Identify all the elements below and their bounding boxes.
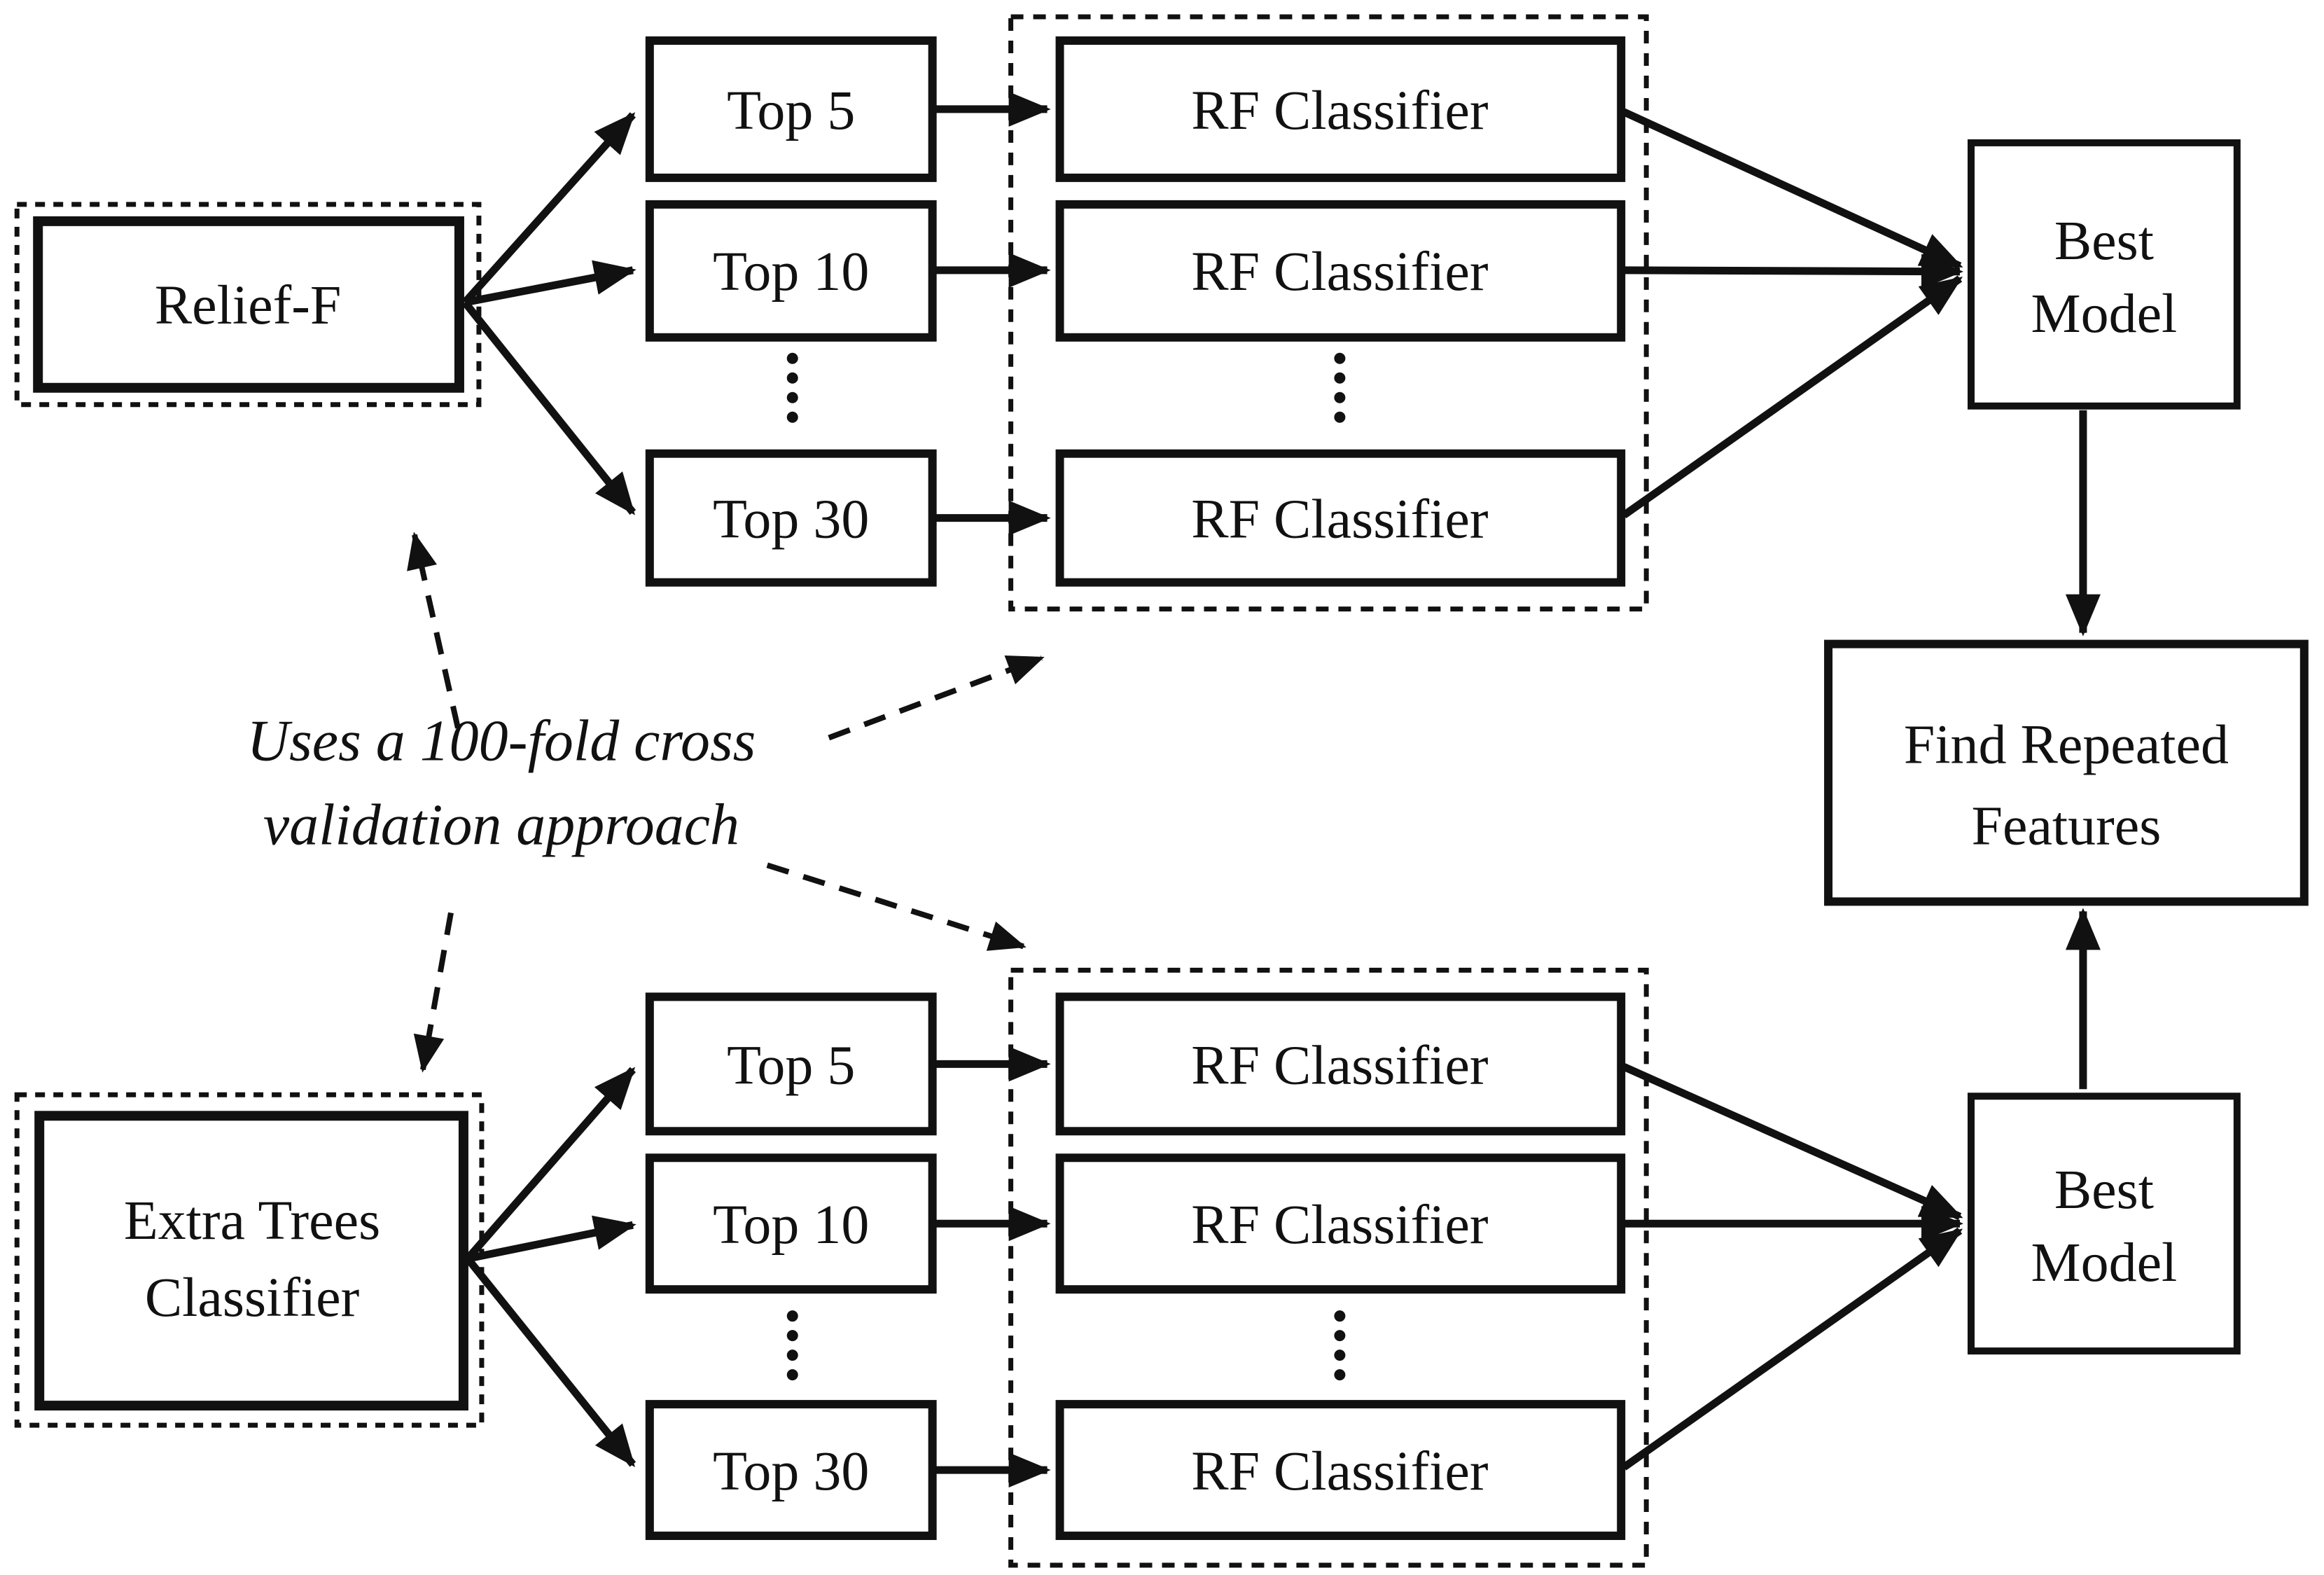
- extra-best-model-label-2: Model: [2031, 1232, 2178, 1293]
- relief-top5-label: Top 5: [727, 80, 855, 141]
- extra-rf1-box: [1055, 992, 1626, 1136]
- arrow-relief-rf2-to-best: [1624, 254, 1963, 289]
- relief-top30-box: [645, 449, 937, 587]
- extra-top30-box: [645, 1400, 937, 1541]
- arrow-relief-rf3-to-best: [1622, 275, 1963, 519]
- relief-rf1-label: RF Classifier: [1191, 80, 1488, 141]
- relief-best-model-box: [1967, 139, 2241, 410]
- arrow-relief-to-top5: [461, 112, 636, 305]
- extra-rf3-box: [1055, 1400, 1626, 1541]
- dashed-arrow-to-extra-trees: [413, 912, 454, 1073]
- extra-top5-label: Top 5: [727, 1034, 855, 1096]
- relief-f-label: Relief-F: [155, 275, 341, 336]
- relief-rf3-label: RF Classifier: [1191, 489, 1488, 550]
- extra-rf-ellipsis: [1334, 1310, 1346, 1381]
- arrow-extra-to-top30: [464, 1256, 636, 1467]
- extra-rf-group-container: [1008, 967, 1649, 1568]
- relief-f-dotted-container: [14, 202, 482, 408]
- extra-best-model-box: [1967, 1092, 2241, 1355]
- arrow-relief-to-top30: [461, 300, 636, 515]
- find-repeated-features-box: [1824, 639, 2309, 906]
- dashed-arrow-to-relief-f: [407, 532, 461, 729]
- extra-top5-box: [645, 992, 937, 1136]
- relief-top30-label: Top 30: [713, 489, 869, 550]
- arrow-extra-rf1-to-best: [1622, 1063, 1963, 1221]
- arrow-relief-rf1-to-best: [1622, 108, 1963, 270]
- relief-rf2-label: RF Classifier: [1191, 241, 1488, 303]
- dashed-arrow-to-bottom-rf-group: [766, 862, 1027, 951]
- find-repeated-label-2: Features: [1971, 795, 2161, 856]
- extra-rf2-box: [1055, 1153, 1626, 1294]
- arrow-extra-rf3-to-best: [1622, 1227, 1963, 1471]
- relief-f-box: [33, 216, 464, 393]
- extra-top30-label: Top 30: [713, 1441, 869, 1502]
- extra-subset-ellipsis: [786, 1310, 798, 1381]
- relief-top10-box: [645, 200, 937, 342]
- relief-rf-group-container: [1008, 14, 1649, 612]
- arrow-extra-to-top5: [464, 1067, 636, 1261]
- extra-trees-label-2: Classifier: [145, 1267, 359, 1328]
- relief-rf3-box: [1055, 449, 1626, 587]
- relief-top10-label: Top 10: [713, 241, 869, 303]
- relief-rf2-box: [1055, 200, 1626, 342]
- extra-trees-box: [34, 1111, 468, 1411]
- arrow-extra-to-top10: [466, 1215, 636, 1263]
- annotation-line-2: validation approach: [263, 792, 739, 857]
- relief-rf-ellipsis: [1334, 352, 1346, 423]
- relief-top5-box: [645, 36, 937, 182]
- relief-subset-ellipsis: [786, 352, 798, 423]
- extra-best-model-label-1: Best: [2054, 1159, 2154, 1221]
- extra-rf1-label: RF Classifier: [1191, 1034, 1488, 1096]
- extra-top10-box: [645, 1153, 937, 1294]
- extra-rf3-label: RF Classifier: [1191, 1441, 1488, 1502]
- extra-trees-label-1: Extra Trees: [124, 1190, 380, 1251]
- relief-rf1-box: [1055, 36, 1626, 182]
- relief-best-model-label-1: Best: [2054, 210, 2154, 272]
- extra-top10-label: Top 10: [713, 1194, 869, 1256]
- relief-best-model-label-2: Model: [2031, 283, 2178, 345]
- extra-rf2-label: RF Classifier: [1191, 1194, 1488, 1256]
- find-repeated-label-1: Find Repeated: [1904, 714, 2229, 776]
- dashed-arrow-to-top-rf-group: [828, 655, 1045, 741]
- extra-trees-dotted-container: [14, 1092, 485, 1428]
- annotation-line-1: Uses a 100-fold cross: [247, 709, 756, 774]
- arrow-relief-to-top10: [464, 260, 636, 307]
